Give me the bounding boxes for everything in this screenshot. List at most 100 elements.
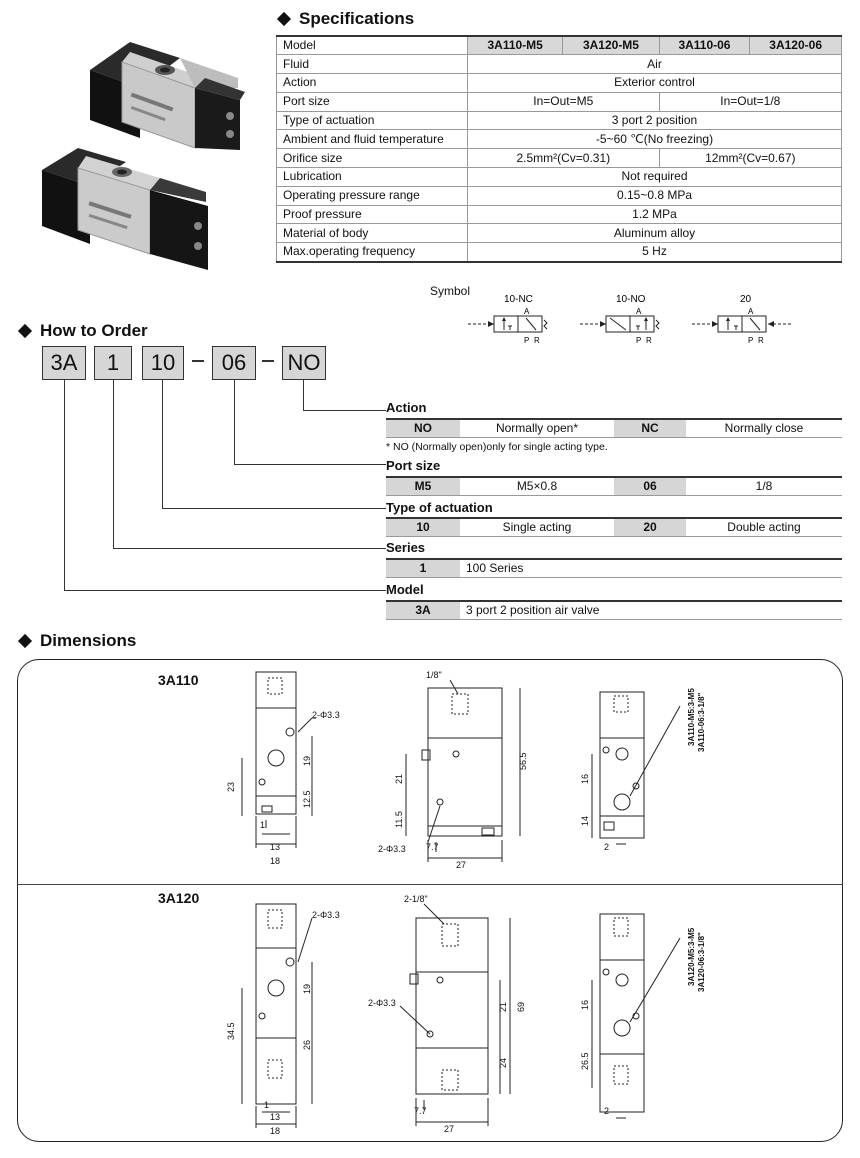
svg-text:A: A [636, 307, 642, 316]
svg-text:1/8": 1/8" [426, 670, 442, 680]
actuation-title: Type of actuation [386, 500, 493, 515]
table-row: Model 3A110-M5 3A120-M5 3A110-06 3A120-0… [276, 35, 842, 56]
svg-text:2-Φ3.3: 2-Φ3.3 [312, 910, 340, 920]
svg-text:11.5: 11.5 [394, 811, 404, 828]
table-row: 3A 3 port 2 position air valve [386, 601, 842, 620]
svg-text:16: 16 [580, 774, 590, 784]
leader-line [162, 380, 163, 508]
table-row: 1 100 Series [386, 559, 842, 578]
dimensions-divider [17, 884, 843, 885]
code-dash [262, 360, 274, 362]
specifications-table: Model 3A110-M5 3A120-M5 3A110-06 3A120-0… [276, 35, 843, 263]
specifications-title: Specifications [276, 9, 414, 29]
svg-text:10-NO: 10-NO [616, 294, 646, 305]
svg-text:12.5: 12.5 [302, 790, 312, 808]
svg-text:R: R [646, 336, 652, 345]
symbol-10-nc: 10-NC A P R [468, 294, 548, 345]
svg-text:3A120-06:3-1/8": 3A120-06:3-1/8" [697, 932, 706, 992]
diamond-bullet-icon [17, 323, 33, 339]
svg-text:P: P [636, 336, 641, 345]
product-photo [42, 42, 245, 270]
svg-text:2-Φ3.3: 2-Φ3.3 [368, 998, 396, 1008]
svg-text:13: 13 [270, 842, 280, 852]
svg-text:16: 16 [580, 1000, 590, 1010]
svg-text:7.7: 7.7 [426, 842, 439, 852]
svg-text:19: 19 [302, 984, 312, 994]
model-table: 3A 3 port 2 position air valve [386, 600, 842, 620]
table-row: M5 M5×0.8 06 1/8 [386, 477, 842, 496]
svg-text:34.5: 34.5 [226, 1022, 236, 1040]
symbol-label: Symbol [430, 284, 471, 298]
symbol-diagram: 10-NC A P R 10-NO A P R 20 A P R [468, 294, 792, 345]
svg-text:19: 19 [302, 756, 312, 766]
leader-line [234, 380, 235, 464]
port-size-title: Port size [386, 458, 441, 473]
action-note: * NO (Normally open)only for single acti… [386, 441, 608, 453]
code-dash [192, 360, 204, 362]
svg-text:3A120-M5:3-M5: 3A120-M5:3-M5 [687, 927, 696, 986]
svg-text:R: R [534, 336, 540, 345]
model-title: Model [386, 582, 424, 597]
svg-text:18: 18 [270, 1126, 280, 1134]
code-model: 3A [42, 346, 86, 380]
series-table: 1 100 Series [386, 558, 842, 578]
leader-line [162, 508, 386, 509]
svg-text:69: 69 [516, 1002, 526, 1012]
model-label-3a110: 3A110 [158, 672, 199, 688]
drawing-3a110: 2-Φ3.3 23 19 12.5 1 13 18 1/8" 56.5 21 1… [226, 670, 706, 870]
code-actuation: 10 [142, 346, 184, 380]
table-row: Ambient and fluid temperature-5~60 ℃(No … [276, 129, 842, 150]
svg-text:18: 18 [270, 856, 280, 866]
svg-text:27: 27 [444, 1124, 454, 1134]
actuation-table: 10 Single acting 20 Double acting [386, 517, 842, 537]
svg-text:A: A [524, 307, 530, 316]
model-label-3a120: 3A120 [158, 890, 200, 906]
svg-text:P: P [524, 336, 529, 345]
svg-text:1: 1 [260, 820, 265, 830]
svg-text:23: 23 [226, 782, 236, 792]
leader-line [113, 380, 114, 548]
svg-text:R: R [758, 336, 764, 345]
svg-text:14: 14 [580, 816, 590, 826]
svg-text:21: 21 [498, 1002, 508, 1012]
code-series: 1 [94, 346, 132, 380]
svg-text:2-Φ3.3: 2-Φ3.3 [378, 844, 406, 854]
leader-line [64, 380, 65, 590]
how-to-order-title: How to Order [17, 321, 148, 341]
svg-text:56.5: 56.5 [518, 752, 528, 770]
svg-text:2: 2 [604, 1106, 609, 1116]
leader-line [64, 590, 386, 591]
diamond-bullet-icon [17, 633, 33, 649]
table-row: NO Normally open* NC Normally close [386, 419, 842, 438]
leader-line [113, 548, 386, 549]
svg-text:3A110-06:3-1/8": 3A110-06:3-1/8" [697, 692, 706, 752]
svg-text:10-NC: 10-NC [504, 294, 533, 305]
series-title: Series [386, 540, 426, 555]
svg-text:27: 27 [456, 860, 466, 870]
svg-text:2: 2 [604, 842, 609, 852]
action-table: NO Normally open* NC Normally close [386, 418, 842, 438]
svg-text:21: 21 [394, 774, 404, 784]
table-row: 10 Single acting 20 Double acting [386, 518, 842, 537]
leader-line [234, 464, 386, 465]
svg-text:13: 13 [270, 1112, 280, 1122]
svg-text:26.5: 26.5 [580, 1052, 590, 1070]
port-size-table: M5 M5×0.8 06 1/8 [386, 476, 842, 496]
diamond-bullet-icon [276, 11, 292, 27]
action-title: Action [386, 400, 427, 415]
svg-text:P: P [748, 336, 753, 345]
svg-text:7.7: 7.7 [414, 1106, 427, 1116]
leader-line [303, 410, 386, 411]
svg-text:2-1/8": 2-1/8" [404, 894, 428, 904]
symbol-20: 20 A P R [692, 294, 792, 345]
svg-text:3A110-M5:3-M5: 3A110-M5:3-M5 [687, 688, 696, 746]
dimensions-title: Dimensions [17, 631, 136, 651]
svg-text:2-Φ3.3: 2-Φ3.3 [312, 710, 340, 720]
